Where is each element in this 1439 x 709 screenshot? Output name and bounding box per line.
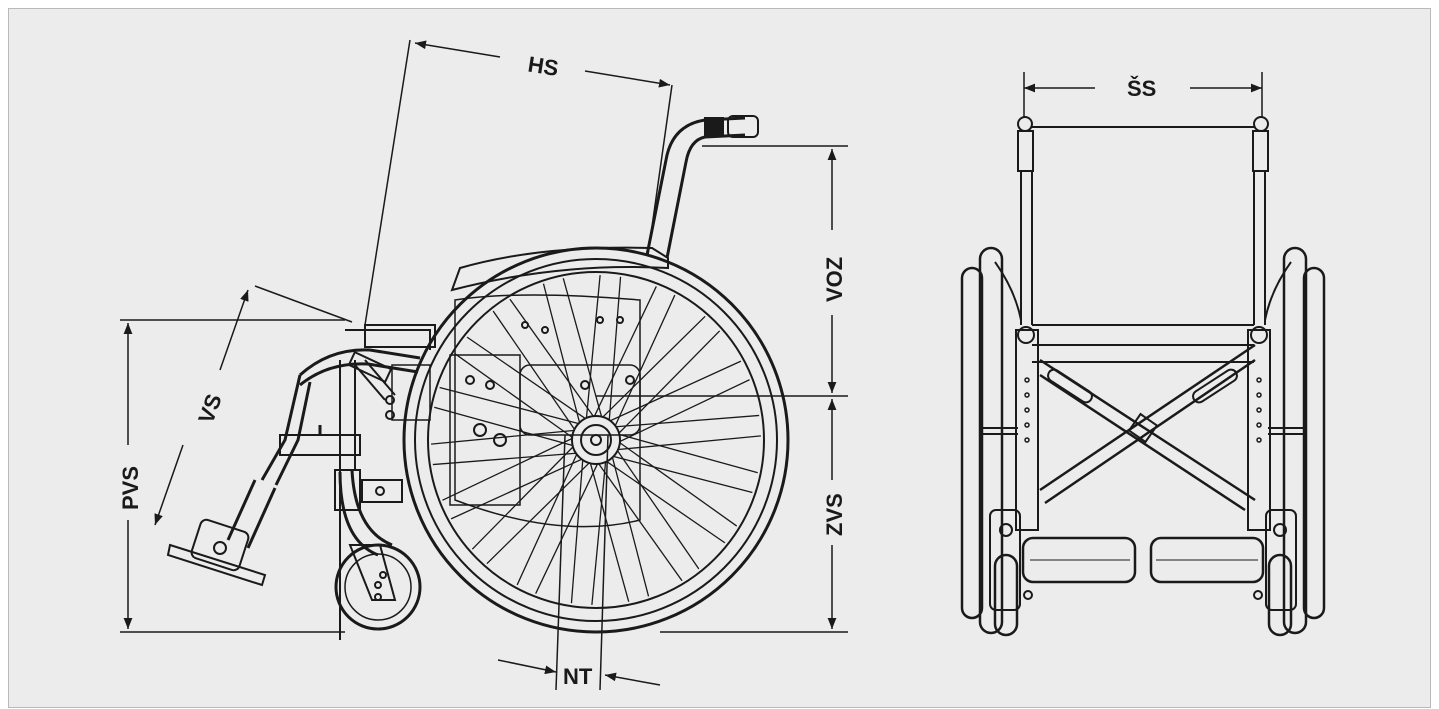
spoke — [570, 455, 584, 605]
spoke — [612, 292, 677, 431]
spoke — [431, 452, 581, 466]
spoke — [452, 351, 577, 441]
label-ss: ŠS — [1127, 76, 1156, 101]
spoke — [614, 432, 761, 475]
spoke — [448, 456, 587, 521]
spoke — [464, 334, 590, 422]
spoke — [588, 458, 631, 605]
spoke — [507, 296, 597, 421]
spoke — [615, 377, 753, 445]
spoke — [615, 328, 723, 437]
label-voz: VOZ — [822, 257, 847, 302]
label-zvs: ZVS — [822, 493, 847, 536]
spoke — [484, 459, 593, 567]
dimension-arrows — [123, 40, 1263, 686]
spoke — [608, 454, 756, 494]
spoke — [605, 359, 744, 424]
spoke — [585, 275, 602, 423]
spoke — [610, 452, 650, 600]
spoke — [431, 429, 579, 446]
label-nt: NT — [563, 664, 593, 689]
side-view-wheelchair — [166, 115, 790, 640]
spoke — [602, 458, 728, 546]
spoke — [613, 434, 761, 451]
spoke — [431, 405, 578, 448]
label-pvs: PVS — [118, 466, 143, 510]
spoke — [599, 313, 708, 421]
spoke — [611, 414, 761, 428]
spoke — [515, 449, 580, 588]
spoke — [542, 280, 582, 428]
spoke — [533, 459, 601, 597]
spoke — [590, 457, 607, 605]
spoke — [490, 308, 578, 434]
spoke — [615, 439, 740, 529]
label-vs: VS — [193, 391, 227, 427]
rear-wheel — [402, 246, 790, 634]
spoke — [595, 459, 685, 584]
side-view-extension-lines — [120, 39, 848, 691]
front-view-wheelchair — [960, 116, 1326, 637]
spoke — [439, 435, 577, 503]
label-hs: HS — [526, 51, 560, 80]
spoke — [469, 443, 577, 552]
spoke — [608, 275, 622, 425]
spoke — [614, 446, 702, 572]
spoke — [591, 283, 659, 421]
spoke — [561, 275, 604, 422]
spoke — [436, 386, 584, 426]
